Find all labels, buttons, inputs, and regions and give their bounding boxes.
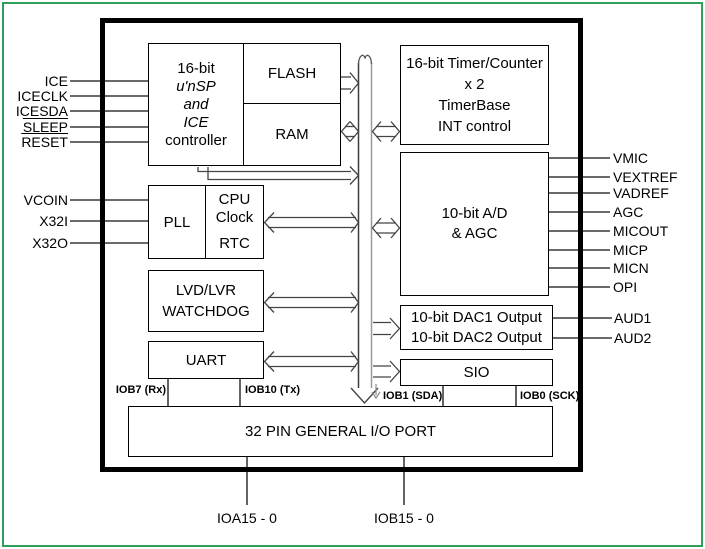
chip-outline <box>100 18 583 472</box>
controller-line-4: ICE <box>183 113 209 131</box>
block-flash: FLASH <box>243 43 341 104</box>
arrow-uart-bus <box>263 351 360 372</box>
dac-line-1: 10-bit DAC1 Output <box>411 308 542 326</box>
pin-label-iob15-0: IOB15 - 0 <box>374 510 434 526</box>
block-cpu-controller: 16-bit u'nSP and ICE controller <box>148 43 244 166</box>
arrow-cpuclock-bus <box>263 212 360 233</box>
pin-label-iceclk: ICECLK <box>17 88 68 104</box>
pin-label-vextref: VEXTREF <box>613 169 678 185</box>
pin-label-reset: RESET <box>21 134 68 150</box>
uart-label: UART <box>185 351 227 369</box>
bus-bottom-arrowhead <box>350 387 379 405</box>
pin-label-ice: ICE <box>44 73 68 89</box>
timer-line-1: 16-bit Timer/Counter <box>406 55 543 72</box>
io-port-label: 32 PIN GENERAL I/O PORT <box>245 423 436 440</box>
pin-label-opi: OPI <box>613 279 638 295</box>
bus-top-curve <box>357 54 373 65</box>
system-bus <box>350 54 381 405</box>
block-adc-agc: 10-bit A/D & AGC <box>400 152 549 296</box>
timer-line-2: x 2 <box>464 76 485 93</box>
adc-line-2: & AGC <box>451 225 498 242</box>
timer-line-3: TimerBase <box>438 97 511 114</box>
pin-label-x32i: X32I <box>39 213 68 229</box>
cpu-clock-label: CPU Clock <box>215 191 254 226</box>
lvd-line-1: LVD/LVR <box>175 282 237 299</box>
io-label-iob10-tx: IOB10 (Tx) <box>245 384 301 396</box>
pin-label-vcoin: VCOIN <box>23 192 68 208</box>
bus-io-branch-arrow <box>371 384 381 400</box>
pin-label-micout: MICOUT <box>613 223 669 239</box>
controller-line-5: controller <box>165 131 227 149</box>
bottom-wires <box>167 379 517 505</box>
arrow-bus-to-sio <box>373 360 401 383</box>
pin-label-aud2: AUD2 <box>614 330 652 346</box>
io-label-iob0-sck: IOB0 (SCK) <box>520 390 580 402</box>
arrow-bus-to-dac <box>373 317 401 340</box>
block-pll: PLL <box>148 185 206 259</box>
pin-label-sleep: SLEEP <box>22 119 68 135</box>
io-label-iob7-rx: IOB7 (Rx) <box>115 384 166 396</box>
left-pin-wires <box>70 80 148 244</box>
block-ram: RAM <box>243 103 341 166</box>
timer-line-4: INT control <box>437 118 512 135</box>
block-uart: UART <box>148 341 264 379</box>
block-cpu-clock-rtc: CPU Clock RTC <box>205 185 264 259</box>
flash-label: FLASH <box>267 65 317 82</box>
arrow-lvd-bus <box>263 292 360 313</box>
controller-line-2: u'nSP <box>176 77 216 95</box>
pin-label-agc: AGC <box>613 204 644 220</box>
io-label-iob1-sda: IOB1 (SDA) <box>383 390 443 402</box>
block-sio: SIO <box>400 359 553 386</box>
arrow-ram-bus <box>340 121 360 142</box>
arrow-timer-bus <box>371 121 401 142</box>
arrow-flash-to-bus <box>341 72 360 94</box>
pin-label-aud1: AUD1 <box>614 310 652 326</box>
bus-io-branch-arrowhead <box>371 391 381 400</box>
lvd-line-2: WATCHDOG <box>162 303 250 320</box>
dac-line-2: 10-bit DAC2 Output <box>411 328 542 346</box>
pin-label-vadref: VADREF <box>613 185 669 201</box>
block-io-port: 32 PIN GENERAL I/O PORT <box>128 406 553 457</box>
arrow-adc-bus <box>371 217 401 239</box>
block-lvd-watchdog: LVD/LVR WATCHDOG <box>148 270 264 332</box>
rtc-label: RTC <box>219 235 250 252</box>
sio-label: SIO <box>463 364 490 381</box>
pll-label: PLL <box>163 213 191 231</box>
pin-label-ioa15-0: IOA15 - 0 <box>217 510 277 526</box>
pin-label-x32o: X32O <box>32 235 68 251</box>
controller-line-1: 16-bit <box>177 59 215 77</box>
block-timer-counter: 16-bit Timer/Counter x 2 TimerBase INT c… <box>400 45 549 145</box>
pin-label-micp: MICP <box>613 242 648 258</box>
block-dac-output: 10-bit DAC1 Output 10-bit DAC2 Output <box>400 305 553 350</box>
pin-label-micn: MICN <box>613 260 649 276</box>
controller-line-3: and <box>183 95 209 113</box>
pin-label-vmic: VMIC <box>613 150 648 166</box>
pin-label-icesda: ICESDA <box>15 103 68 119</box>
adc-line-1: 10-bit A/D <box>441 205 508 222</box>
ram-label: RAM <box>275 126 309 143</box>
